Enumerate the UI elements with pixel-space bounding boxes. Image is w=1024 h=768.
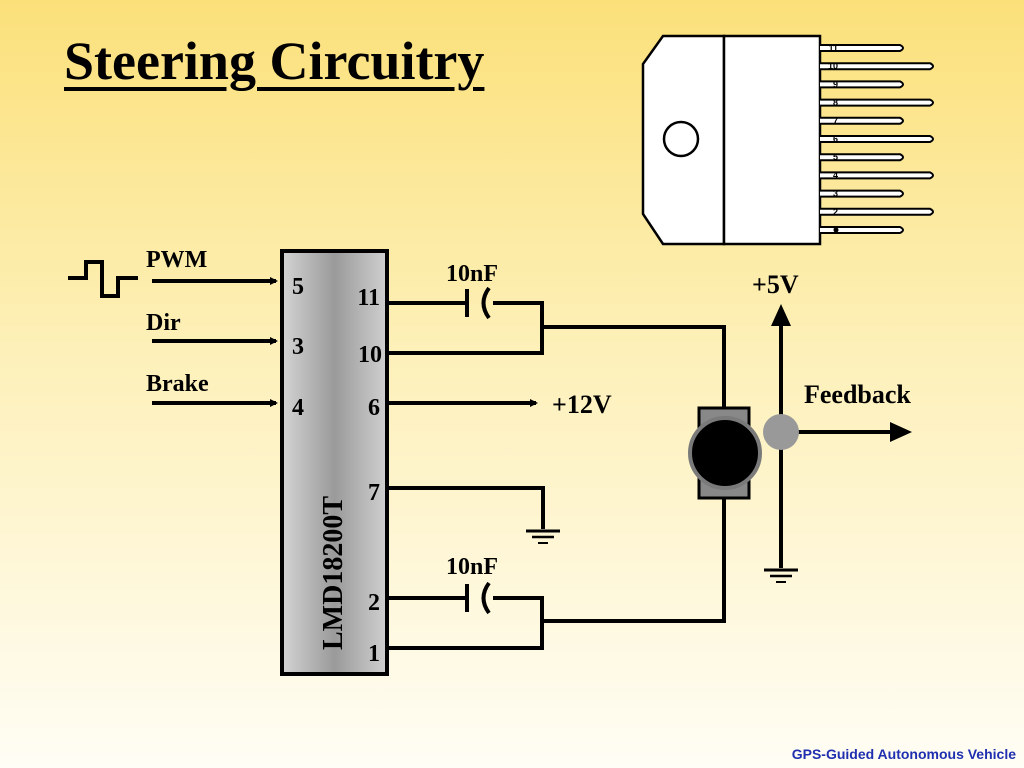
chip-pin-10: 10 (358, 342, 382, 368)
cap-top-plate-2 (481, 286, 491, 320)
package-tab (641, 34, 726, 246)
package-lead-10 (820, 62, 934, 71)
chip-pin-3: 3 (292, 334, 304, 360)
chip-pin-1: 1 (368, 641, 380, 667)
package-drawing: 1110987654321 (641, 34, 934, 246)
package-pin-number: 6 (833, 134, 838, 144)
package-pin-number: 10 (828, 61, 838, 71)
chip-name-label: LMD18200T (318, 496, 349, 650)
chip-pin-7: 7 (368, 480, 380, 506)
brake-label: Brake (146, 371, 209, 397)
package-lead-7 (820, 116, 904, 125)
package-pin-number: 5 (833, 152, 838, 162)
chip-pin-5: 5 (292, 274, 304, 300)
pwm-waveform-icon (68, 260, 138, 298)
slide-title: Steering Circuitry (64, 31, 485, 91)
feedback-arrow (890, 422, 912, 442)
package-lead-11 (820, 44, 904, 52)
package-lead-1 (820, 226, 904, 234)
package-lead-9 (820, 80, 904, 89)
package-pin-number: 8 (833, 98, 838, 108)
wire-motor-bottom (542, 498, 726, 623)
wire-cap-top-loop (387, 301, 544, 355)
chip-pin-6: 6 (368, 395, 380, 421)
driver-chip (280, 249, 389, 676)
package-lead-3 (820, 189, 904, 198)
wire-motor-top (542, 325, 726, 408)
supply-5v-label: +5V (752, 270, 799, 299)
package-lead-8 (820, 98, 934, 107)
package-lead-6 (820, 135, 934, 143)
supply-12v-label: +12V (552, 390, 612, 419)
cap-bottom-label: 10nF (446, 554, 498, 580)
mounting-hole (662, 120, 700, 158)
supply-5v-arrow (771, 304, 791, 326)
package-pin-number: 9 (833, 79, 838, 89)
package-pin-number: 3 (833, 189, 838, 199)
cap-top-label: 10nF (446, 261, 498, 287)
chip-pin-11: 11 (357, 285, 380, 311)
package-pin-number: 4 (833, 170, 838, 180)
package-pin-number: 7 (833, 116, 838, 126)
feedback-label: Feedback (804, 380, 911, 409)
package-lead-2 (820, 207, 934, 216)
chip-pin-4: 4 (292, 395, 304, 421)
package-lead-5 (820, 153, 904, 162)
pin1-marker-dot (833, 227, 839, 233)
package-lead-4 (820, 171, 934, 180)
package-pin-number: 11 (828, 43, 838, 53)
package-pin-number: 2 (833, 207, 838, 217)
dir-label: Dir (146, 310, 181, 336)
wire-pin7-ground (387, 486, 545, 529)
package-body (722, 34, 822, 246)
pwm-label: PWM (146, 247, 207, 273)
wire-cap-bottom-loop (387, 596, 544, 650)
motor-icon (688, 406, 762, 500)
ground-symbol-2 (764, 568, 798, 583)
footer-text: GPS-Guided Autonomous Vehicle (791, 746, 1016, 762)
feedback-pot-knob (763, 414, 799, 450)
cap-bottom-plate-2 (481, 581, 491, 615)
ground-symbol-1 (526, 529, 560, 544)
chip-pin-2: 2 (368, 590, 380, 616)
package-leads: 1110987654321 (820, 43, 934, 235)
